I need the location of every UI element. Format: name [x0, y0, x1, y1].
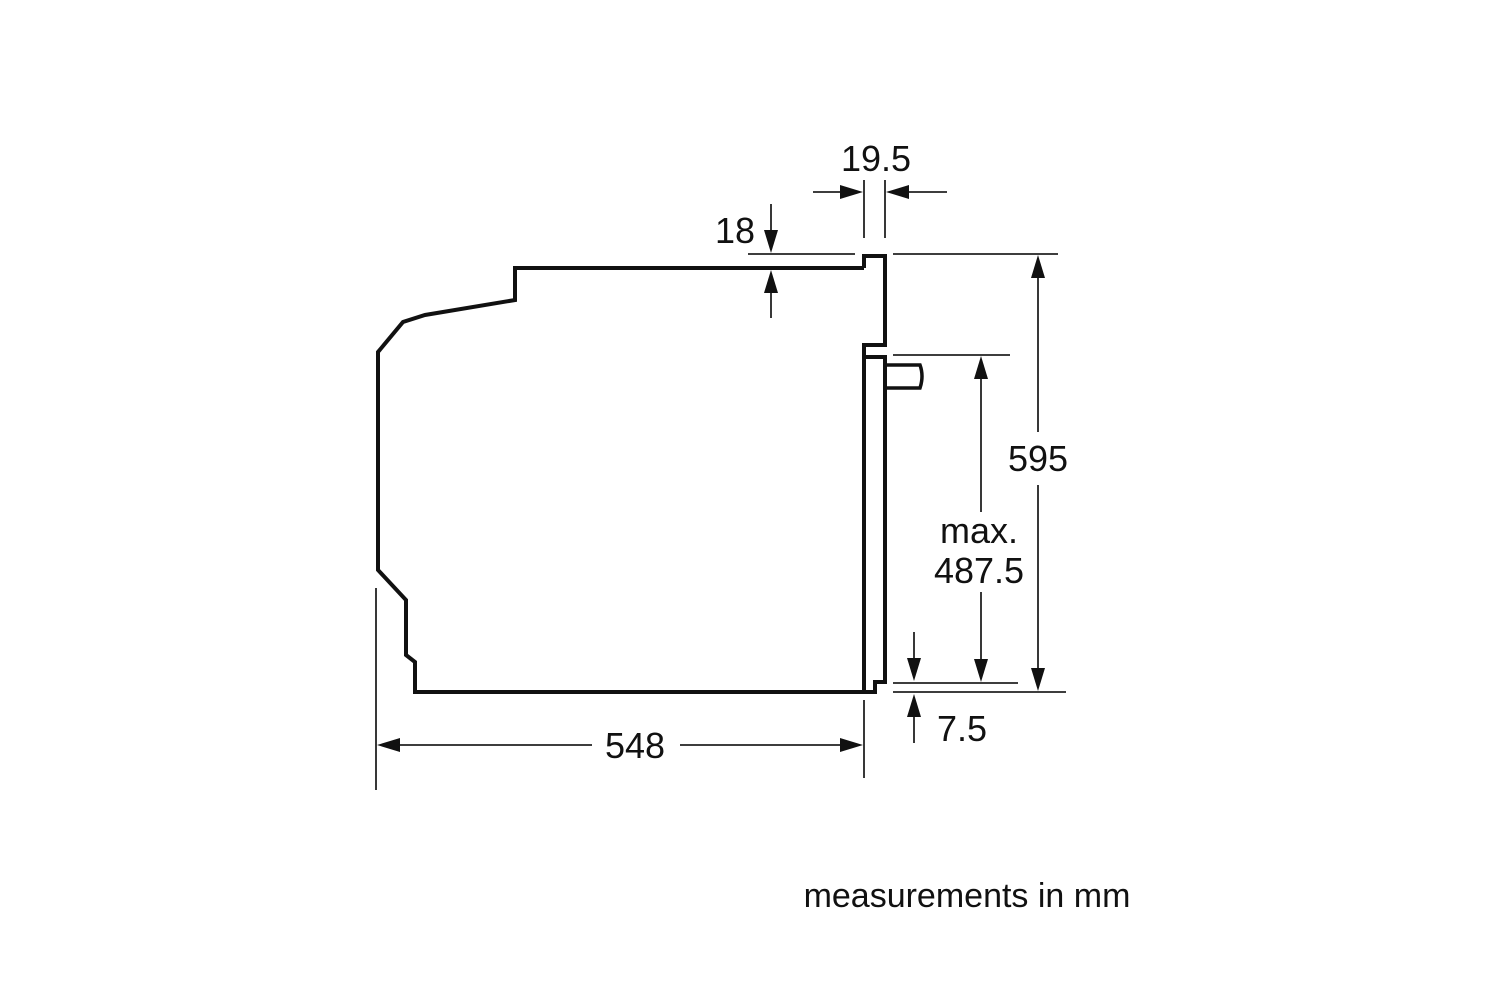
dimension-depth: 548: [375, 588, 865, 790]
depth-label: 548: [605, 725, 665, 766]
dimension-door-thickness: 19.5: [813, 138, 947, 238]
units-caption: measurements in mm: [804, 877, 1131, 915]
max-height-label: 487.5: [934, 550, 1024, 591]
oven-body-outline: [376, 266, 864, 694]
top-offset-label: 18: [715, 210, 755, 251]
door-upper-panel: [862, 254, 887, 694]
dimension-bottom-offset: 7.5: [907, 632, 987, 749]
dimension-max-height: max. 487.5: [893, 354, 1024, 684]
door-thickness-label: 19.5: [841, 138, 911, 179]
dimension-top-offset: 18: [715, 204, 855, 318]
dimension-total-height: 595: [893, 253, 1068, 693]
total-height-label: 595: [1008, 438, 1068, 479]
door-handle: [885, 363, 924, 390]
max-label: max.: [940, 510, 1018, 551]
bottom-offset-label: 7.5: [937, 708, 987, 749]
